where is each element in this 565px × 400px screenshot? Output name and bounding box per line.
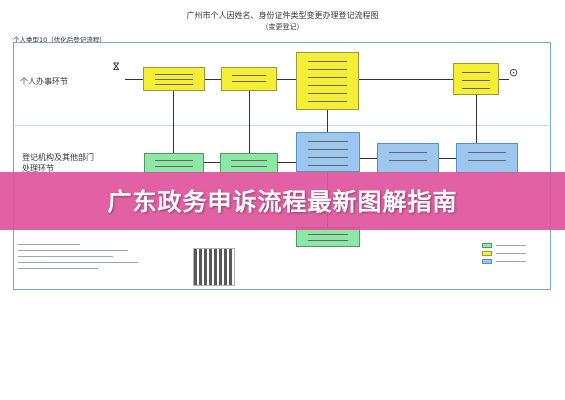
note-text-line [18,262,138,263]
title-banner [0,172,565,230]
flow-step-box [221,67,277,91]
legend-green-swatch [482,243,492,248]
note-text-line [18,268,98,269]
note-text-line [18,250,128,251]
flow-step-box [143,67,205,91]
flow-step-box [296,227,360,247]
flow-arrow [359,79,453,80]
flow-arrow [125,79,143,80]
flowchart-frame [13,42,551,290]
flow-arrow [278,162,296,163]
document-title: 广州市个人因姓名、身份证件类型变更办理登记流程图 [186,11,379,20]
flow-arrow-vertical [327,110,328,132]
legend-text-line [496,261,526,262]
flow-arrow [277,79,296,80]
legend-blue-swatch [482,259,492,264]
flow-arrow [360,158,377,159]
legend-text-line [496,245,526,246]
flow-step-box [296,132,360,172]
legend-yellow-swatch [482,251,492,256]
note-text-line [18,244,80,245]
flow-step-box [144,153,204,173]
flow-arrow [439,158,456,159]
flow-step-box [296,52,359,110]
legend-text-line [496,253,526,254]
flow-arrow [499,79,509,80]
process-type-label: 个人类型10（优化后登记流程） [13,36,106,44]
flow-step-box [377,143,439,173]
note-text-line [18,256,113,257]
flow-step-box [456,143,518,173]
lane-label-applicant: 个人办事环节 [20,77,68,86]
flow-step-box [220,153,278,173]
document-subtitle: （变更登记） [261,23,304,31]
qr-code [193,248,235,286]
flow-step-box [453,63,499,95]
lane-label-registry: 登记机构及其他部门 [22,153,94,162]
lane-divider [13,125,551,126]
banner-title: 广东政务申诉流程最新图解指南 [107,188,458,216]
lane-label-processing: 处理环节 [22,164,54,173]
flow-arrow [205,79,221,80]
flow-arrow-vertical [249,91,250,153]
end-icon: ⊙ [509,66,519,79]
flow-arrow-vertical [173,91,174,153]
person-icon: ⴵ [113,62,120,73]
blank-footer [0,300,565,400]
flow-arrow-vertical [476,95,477,143]
flow-arrow [204,162,220,163]
